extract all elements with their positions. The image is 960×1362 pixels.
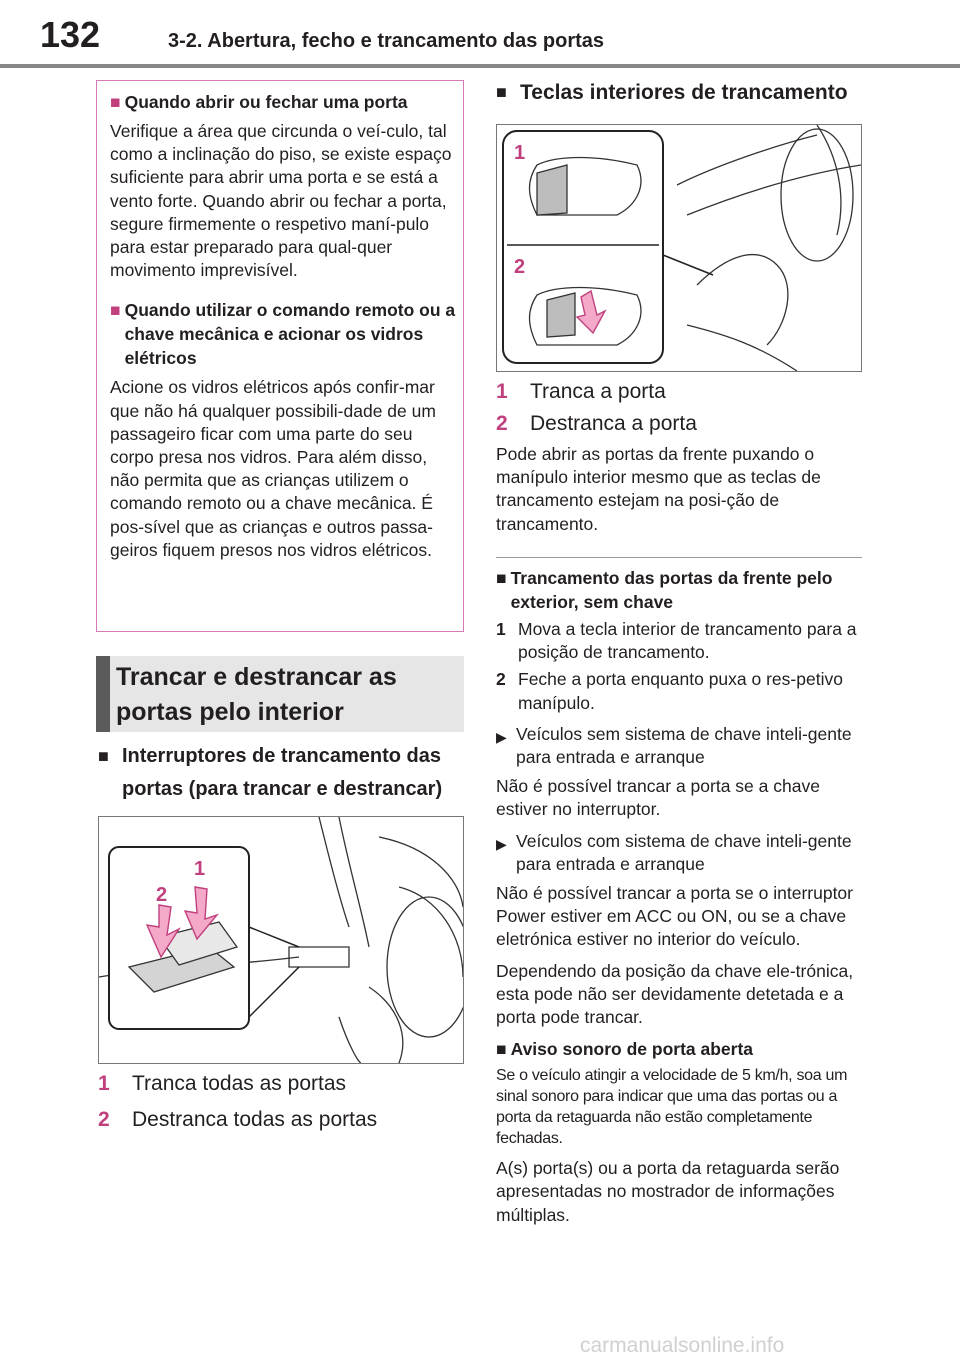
triangle-arrow-icon: ▶	[496, 835, 507, 852]
note-heading-1: ■Quando abrir ou fechar uma porta	[110, 92, 408, 112]
header-rule	[0, 64, 960, 68]
note-paragraph-1: Verifique a área que circunda o veí-culo…	[110, 121, 452, 281]
square-bullet-icon: ■	[98, 746, 109, 766]
divider	[496, 557, 862, 558]
right-heading-3: ■Aviso sonoro de porta aberta	[496, 1039, 754, 1060]
right-paragraph-5: Se o veículo atingir a velocidade de 5 k…	[496, 1067, 848, 1148]
section-header: 3-2. Abertura, fecho e trancamento das p…	[168, 30, 605, 52]
right-paragraph-3: Não é possível trancar a porta se o inte…	[496, 883, 853, 950]
square-bullet-icon: ■	[496, 82, 507, 102]
right-subhead: ■ Teclas interiores de trancamento	[496, 76, 862, 109]
note-heading-2: ■Quando utilizar o comando remoto ou a c…	[110, 300, 456, 369]
interior-lock-button-drawing	[502, 125, 861, 371]
left-subhead: ■ Interruptores de trancamento das porta…	[98, 740, 464, 806]
note-paragraph-2: Acione os vidros elétricos após confir-m…	[110, 377, 436, 560]
callout-2: 2	[514, 256, 526, 278]
interior-lock-button-illustration	[496, 124, 862, 372]
right-heading-2: ■Trancamento das portas da frente pelo e…	[496, 568, 833, 612]
right-lower-content: ■Trancamento das portas da frente pelo e…	[496, 566, 862, 1227]
callout-1: 1	[194, 858, 206, 880]
right-paragraph-2: Não é possível trancar a porta se a chav…	[496, 776, 820, 820]
right-paragraph-4: Dependendo da posição da chave ele-tróni…	[496, 960, 854, 1028]
callout-1: 1	[514, 142, 526, 164]
triangle-arrow-icon: ▶	[496, 728, 507, 745]
condition-smart-key: ▶Veículos com sistema de chave inteli-ge…	[496, 830, 862, 876]
watermark: carmanualsonline.info	[580, 1334, 785, 1357]
right-paragraph-6: A(s) porta(s) ou a porta da retaguarda s…	[496, 1158, 840, 1225]
callout-2: 2	[156, 884, 168, 906]
door-lock-switch-illustration	[98, 816, 464, 1064]
section-title: Trancar e destrancar as portas pelo inte…	[96, 656, 464, 732]
note-content: ■Quando abrir ou fechar uma porta Verifi…	[110, 90, 456, 562]
right-paragraph-1: Pode abrir as portas da frente puxando o…	[496, 444, 821, 534]
note-box	[96, 80, 464, 632]
page-number: 132	[40, 14, 101, 55]
door-lock-switch-drawing	[99, 817, 463, 1063]
condition-no-smart-key: ▶Veículos sem sistema de chave inteli-ge…	[496, 723, 862, 769]
